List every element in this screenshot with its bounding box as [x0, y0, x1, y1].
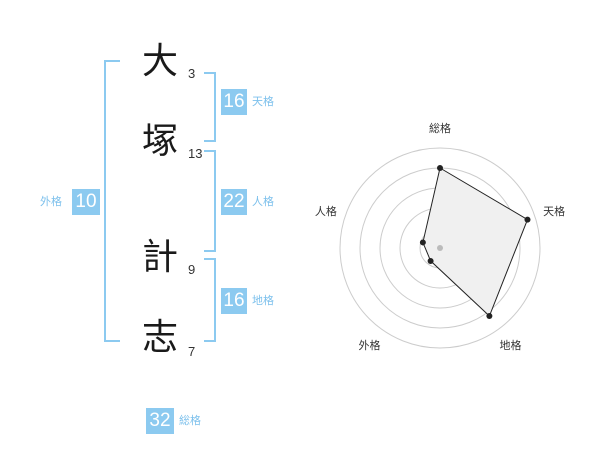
gaikaku-value: 10: [72, 189, 100, 215]
radar-point-4: [427, 257, 434, 264]
radar-point-1: [437, 165, 443, 171]
radar-axis-label-4: 外格: [358, 338, 380, 352]
radar-points: [419, 165, 531, 319]
tenkaku-bracket: [204, 72, 216, 142]
jinkaku-value: 22: [221, 189, 247, 215]
chikaku-bracket: [204, 258, 216, 342]
soukaku-label: 総格: [179, 414, 201, 427]
radar-point-5: [419, 239, 426, 246]
name-char-2-strokes: 13: [188, 146, 203, 161]
tenkaku-label: 天格: [252, 95, 274, 108]
radar-area: [422, 167, 529, 317]
radar-axis-label-3: 地格: [500, 338, 522, 352]
name-char-1-strokes: 3: [188, 66, 196, 81]
name-char-2: 塚: [141, 121, 178, 162]
name-char-4: 志: [141, 317, 178, 358]
chikaku-value: 16: [221, 288, 247, 314]
gaikaku-label: 外格: [40, 195, 62, 208]
radar-axis-label-2: 天格: [543, 204, 565, 218]
soukaku-value: 32: [146, 408, 174, 434]
name-char-3: 計: [141, 237, 178, 278]
radar-point-2: [524, 216, 531, 223]
name-char-3-strokes: 9: [188, 262, 196, 277]
radar-axis-label-5: 人格: [315, 204, 337, 218]
radar-ring-5: [339, 147, 541, 349]
name-char-4-strokes: 7: [188, 344, 196, 359]
radar-axis-label-1: 総格: [429, 121, 451, 135]
jinkaku-bracket: [204, 150, 216, 252]
chikaku-label: 地格: [252, 294, 274, 307]
radar-point-3: [486, 312, 493, 319]
radar-center-dot: [437, 245, 443, 251]
jinkaku-label: 人格: [252, 195, 274, 208]
gaikaku-bracket: [104, 60, 120, 342]
tenkaku-value: 16: [221, 89, 247, 115]
name-char-1: 大: [141, 41, 178, 82]
